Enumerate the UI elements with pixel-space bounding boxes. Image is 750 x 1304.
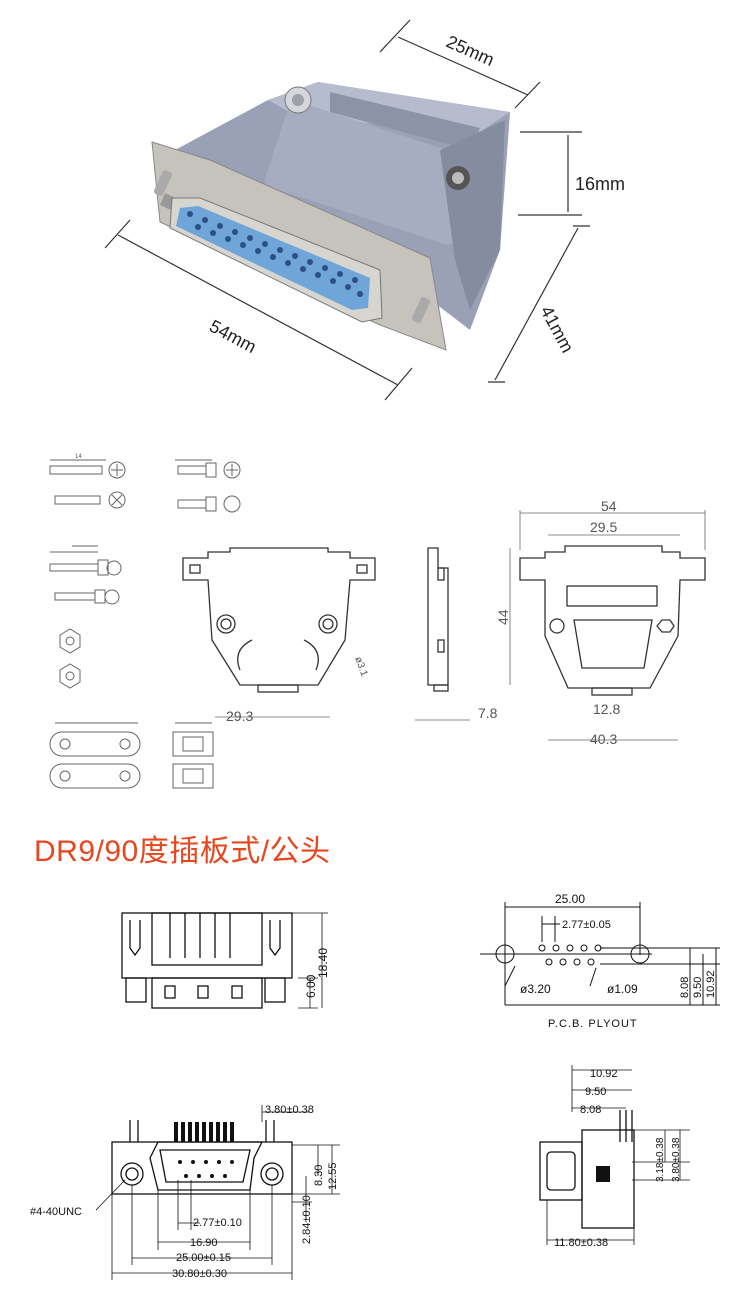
bottom-dim-25-00: 25.00±0.15 — [176, 1252, 231, 1264]
dr9-side-view — [539, 1110, 635, 1229]
dim-7-8: 7.8 — [478, 705, 498, 721]
pcb-caption: P.C.B. PLYOUT — [548, 1018, 638, 1030]
dim-hole: ø3.1 — [352, 655, 369, 678]
dim-54mm: 54mm — [206, 316, 260, 357]
side-dim-8-08: 8.08 — [580, 1104, 601, 1116]
bottom-dim-3-80: 3.80±0.38 — [265, 1104, 314, 1116]
dim-6-00: 6.00 — [304, 974, 318, 998]
side-dim-3-80: 3.80±0.38 — [671, 1137, 682, 1182]
hood-outline-side — [427, 547, 449, 692]
hood-outline-back — [519, 545, 706, 696]
dim-41mm: 41mm — [536, 302, 577, 356]
pcb-dim-25: 25.00 — [555, 892, 585, 906]
side-dim-lines — [546, 1065, 690, 1245]
side-dim-11-80: 11.80±0.38 — [554, 1237, 608, 1249]
bottom-dim-16-90: 16.90 — [190, 1237, 218, 1249]
washer-sketch — [49, 722, 141, 789]
dim-44: 44 — [495, 609, 511, 625]
dr9-pins — [174, 1122, 234, 1178]
small-block-sketch — [172, 722, 214, 789]
product-photo: 25mm 16mm 54mm 41mm — [104, 19, 625, 401]
section-title: DR9/90度插板式/公头 — [34, 835, 331, 868]
side-dim-3-18: 3.18±0.38 — [655, 1137, 666, 1182]
screw-sketch-2 — [175, 459, 241, 513]
thread-label: #4-40UNC — [30, 1206, 82, 1218]
dim-54: 54 — [601, 498, 617, 514]
hood-outline-front — [182, 547, 376, 693]
blue-contact-holes — [187, 211, 363, 297]
bottom-dim-2-84: 2.84±0.10 — [301, 1195, 313, 1244]
side-dim-9-50: 9.50 — [585, 1086, 606, 1098]
side-view-contact — [596, 1166, 610, 1182]
pcb-dim-2-77: 2.77±0.05 — [562, 919, 611, 931]
dim-16mm: 16mm — [575, 174, 625, 194]
thumb-screws — [153, 170, 431, 323]
back-dim-lines — [509, 510, 706, 741]
photo-dimension-lines — [104, 19, 590, 401]
outline-drawings: 14 ø3.1 29.3 7.8 54 29.5 44 — [49, 454, 706, 789]
pcb-dim-hole-small: ø1.09 — [607, 982, 638, 996]
pcb-dim-9-50: 9.50 — [692, 977, 704, 998]
bottom-dim-2-77: 2.77±0.10 — [193, 1217, 242, 1229]
nut-sketch — [59, 628, 81, 689]
dr9-front-view — [121, 912, 293, 1009]
pcb-dim-10-92: 10.92 — [705, 970, 717, 998]
dim-25mm: 25mm — [443, 31, 497, 70]
dim-12-8: 12.8 — [593, 701, 620, 717]
pcb-dim-hole-big: ø3.20 — [520, 982, 551, 996]
dim-18-40: 18.40 — [316, 948, 330, 978]
pcb-dim-8-08: 8.08 — [679, 977, 691, 998]
screw-sketch-1 — [49, 459, 126, 509]
bottom-dim-8-30: 8.30 — [313, 1165, 325, 1186]
pcb-layout — [480, 902, 720, 1006]
dim-40-3: 40.3 — [590, 731, 617, 747]
dim-29-3: 29.3 — [226, 708, 253, 724]
dim-29-5: 29.5 — [590, 519, 617, 535]
dr9-technical-drawings: 6.00 18.40 25.00 2.77±0.05 ø3.20 ø1.09 8… — [30, 892, 720, 1280]
bottom-dim-lines — [95, 1105, 340, 1280]
screw-dim-14: 14 — [75, 454, 82, 460]
side-dim-10-92: 10.92 — [590, 1068, 618, 1080]
screw-sketch-3 — [49, 545, 122, 605]
bottom-dim-30-80: 30.80±0.30 — [172, 1268, 227, 1280]
bottom-dim-12-55: 12.55 — [327, 1162, 339, 1190]
